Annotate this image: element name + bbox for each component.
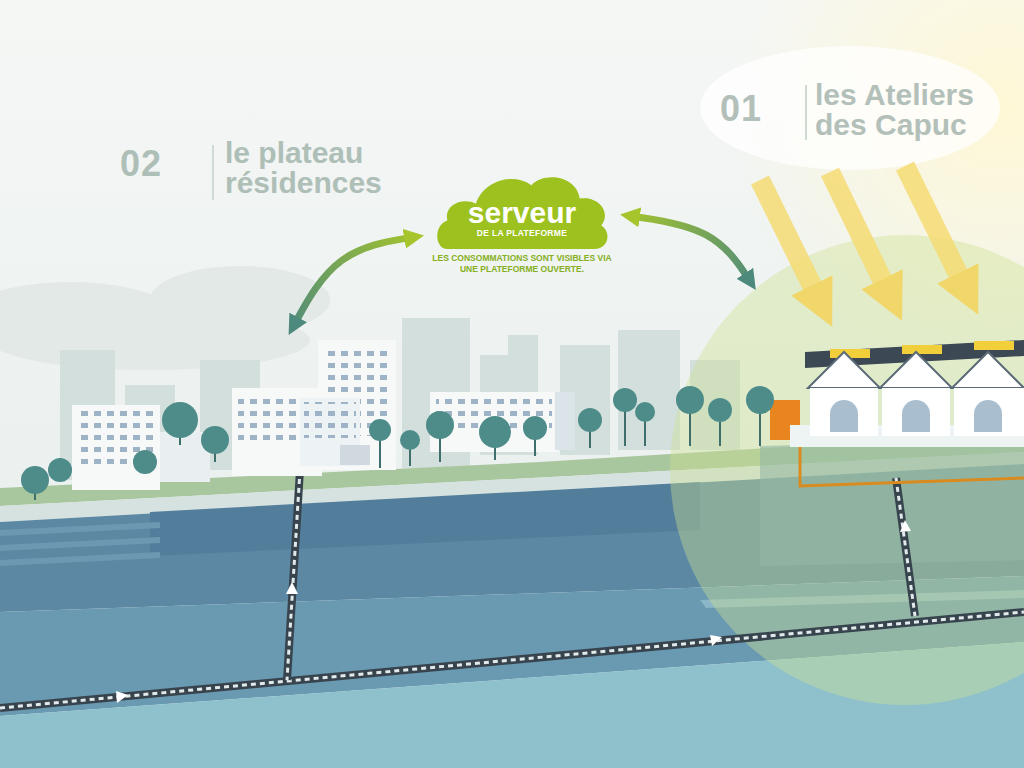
workshop-houses [830,400,858,432]
sun-rays [760,180,822,306]
cloud-outline [437,177,607,249]
trees [523,416,547,440]
workshop-houses [974,341,1014,350]
workshop-houses [810,388,878,436]
residence-buildings [72,340,575,490]
workshop-houses [790,340,1024,447]
workshop-houses [954,388,1024,436]
zone-divider [805,85,807,140]
pipes [287,470,300,680]
zone-divider [212,145,214,200]
trees [708,398,732,422]
cloud-shape: serveurDE LA PLATEFORME [433,165,612,249]
workshop-houses [880,352,952,388]
server-subtitle: DE LA PLATEFORME [477,228,567,239]
trees [201,426,229,454]
data-flow-arrow [292,237,416,328]
zone-name: le plateau résidences [225,138,475,198]
pipes [896,478,915,616]
trees [479,416,511,448]
pipes [0,612,1024,708]
ground-layers [0,522,160,536]
trees [578,408,602,432]
ground-layers [150,482,700,556]
residence-buildings [304,402,356,438]
sun-rays [905,166,968,294]
trees [21,386,774,500]
residence-buildings [72,405,160,490]
trees [21,466,49,494]
data-flow-arrow [628,216,751,284]
trees [48,458,72,482]
residence-zone: 02le plateau résidences [65,335,585,495]
workshop-houses [974,400,1002,432]
trees [35,400,760,500]
trees [369,419,391,441]
trees [400,430,420,450]
server-title: serveur [468,198,576,228]
server-cloud: serveurDE LA PLATEFORME LES CONSOMMATIONS… [424,165,620,275]
ground-layers [0,552,160,566]
workshop-houses [952,352,1024,388]
workshop-zone: 01les Ateliers des Capuc [745,290,1015,450]
pipes [116,691,128,703]
pipes [900,520,911,532]
trees [746,386,774,414]
pipes [710,635,722,646]
pipes [287,470,300,680]
ground-layers [0,537,160,551]
workshop-houses [902,400,930,432]
residence-buildings [340,445,370,465]
trees [613,388,637,412]
green-glow [670,235,1024,705]
workshop-houses [882,388,950,436]
trees [426,411,454,439]
zone-number: 01 [720,90,762,128]
green-glow [670,235,1024,705]
trees [676,386,704,414]
pipes [0,612,1024,708]
sun-rays [830,172,892,300]
pipes [286,582,298,594]
residence-buildings [555,392,575,450]
server-note: LES CONSOMMATIONS SONT VISIBLES VIA UNE … [424,253,620,275]
far-hills [0,266,330,370]
zone-name: les Ateliers des Capuc [815,80,1015,140]
trees [635,402,655,422]
zone-number: 02 [120,145,162,183]
pipes [896,478,915,616]
trees [162,402,198,438]
workshop-houses [808,352,880,388]
trees [21,386,774,494]
far-hills [0,310,310,370]
workshop-houses [902,345,942,354]
sun-rays [760,166,968,306]
trees [133,450,157,474]
